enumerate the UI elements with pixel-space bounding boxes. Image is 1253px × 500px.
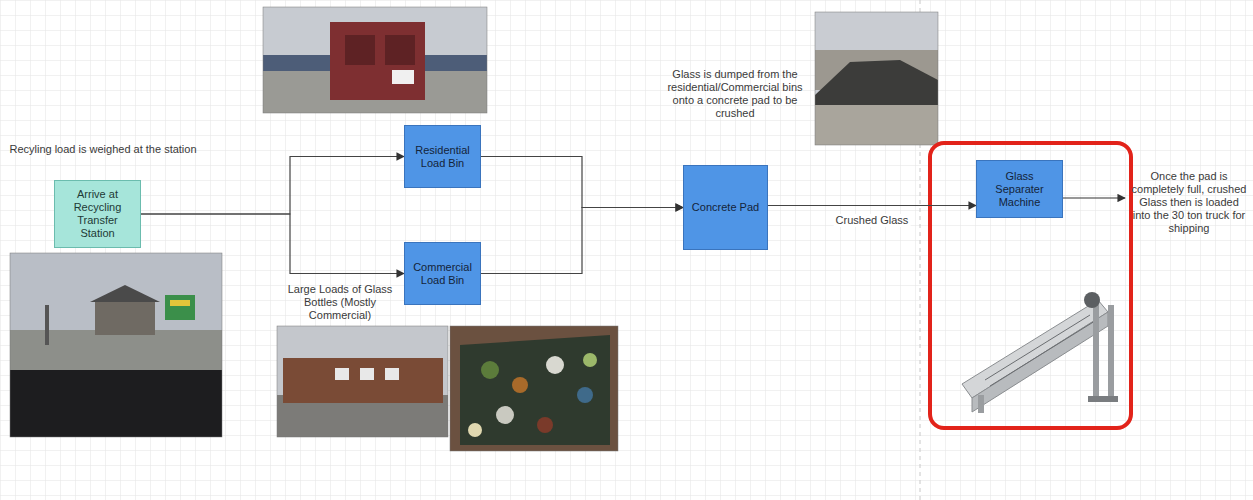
node-text: Concrete Pad [692, 201, 759, 214]
separator-machine-illustration-part [985, 315, 1090, 380]
commercial-bin-photo-part [277, 326, 448, 437]
node-text: Glass Separater Machine [981, 170, 1058, 209]
residential-bin-photo-part [263, 7, 487, 113]
glass-bottles-photo-part [481, 361, 499, 379]
glass-bottles-photo-part [546, 356, 564, 374]
residential-bin-photo-part [385, 35, 415, 65]
node-text: Residential Load Bin [409, 144, 476, 170]
commercial-bin-photo-part [360, 368, 374, 380]
residential-bin-photo [263, 7, 487, 113]
flow-arrow [481, 208, 683, 274]
output-arrow [1063, 197, 1125, 198]
separator-machine-illustration-part [1084, 292, 1100, 308]
node-text: Commercial Load Bin [409, 261, 476, 287]
concrete-pad-photo-part [815, 12, 938, 145]
commercial-bin-photo-part [283, 358, 443, 403]
separator-machine-illustration-part [1093, 300, 1099, 400]
residential-bin-photo-part [263, 7, 487, 113]
note-text: Recyling load is weighed at the station [8, 143, 198, 156]
residential-bin-photo-part [392, 70, 414, 84]
node-text: Arrive at Recycling Transfer Station [59, 188, 136, 240]
glass-bottles-photo-part [450, 326, 618, 451]
glass-bottles-photo-part [468, 423, 482, 437]
station-photo-part [95, 300, 155, 335]
station-photo-part [170, 300, 190, 306]
note-text: Large Loads of Glass Bottles (Mostly Com… [272, 283, 408, 322]
concrete-pad-photo-part [815, 12, 938, 145]
flow-arrow [141, 157, 404, 215]
separator-machine-illustration-part [972, 312, 1108, 412]
glass-bottles-photo [450, 326, 618, 451]
concrete-pad-photo-part [815, 105, 938, 145]
note-text: Once the pad is completely full, crushed… [1130, 170, 1248, 235]
concrete-pad-photo [815, 12, 938, 145]
commercial-bin-photo-part [335, 368, 349, 380]
separator-machine-illustration-part [1088, 396, 1118, 402]
station-photo-part [10, 253, 222, 437]
station-photo-part [45, 305, 49, 345]
separator-machine-illustration [962, 292, 1118, 413]
glass-bottles-photo-part [496, 406, 514, 424]
process-box: Glass Separater Machine [976, 160, 1063, 218]
process-box: Concrete Pad [683, 165, 768, 250]
process-box: Residential Load Bin [404, 125, 481, 188]
glass-bottles-photo-part [577, 387, 593, 403]
commercial-bin-photo [277, 326, 448, 437]
separator-machine-illustration-part [1108, 305, 1114, 400]
glass-bottles-photo-part [460, 335, 610, 445]
note-text: Glass is dumped from the residential/Com… [660, 68, 810, 120]
edge-label: Crushed Glass [834, 214, 911, 227]
separator-machine-illustration-part [978, 395, 984, 413]
glass-bottles-photo-part [512, 377, 528, 393]
flow-arrow [141, 214, 404, 274]
process-box: Commercial Load Bin [404, 242, 481, 305]
commercial-bin-photo-part [385, 368, 399, 380]
start-box: Arrive at Recycling Transfer Station [54, 180, 141, 248]
glass-bottles-photo-part [450, 326, 618, 451]
station-photo-part [10, 253, 222, 437]
commercial-bin-photo-part [277, 326, 448, 437]
separator-machine-illustration-part [962, 300, 1108, 398]
highlight-box [930, 143, 1131, 428]
separator-machine-illustration-part [990, 321, 1095, 386]
station-photo-part [90, 285, 160, 302]
station-photo-part [10, 370, 222, 437]
residential-bin-photo-part [345, 35, 375, 65]
station-photo-part [165, 295, 195, 320]
residential-bin-photo-part [330, 22, 425, 100]
flow-arrow [481, 157, 683, 208]
concrete-pad-photo-part [815, 60, 938, 110]
flow-arrow [768, 205, 976, 206]
glass-bottles-photo-part [537, 417, 553, 433]
station-photo [10, 253, 222, 437]
glass-bottles-photo-part [583, 353, 597, 367]
